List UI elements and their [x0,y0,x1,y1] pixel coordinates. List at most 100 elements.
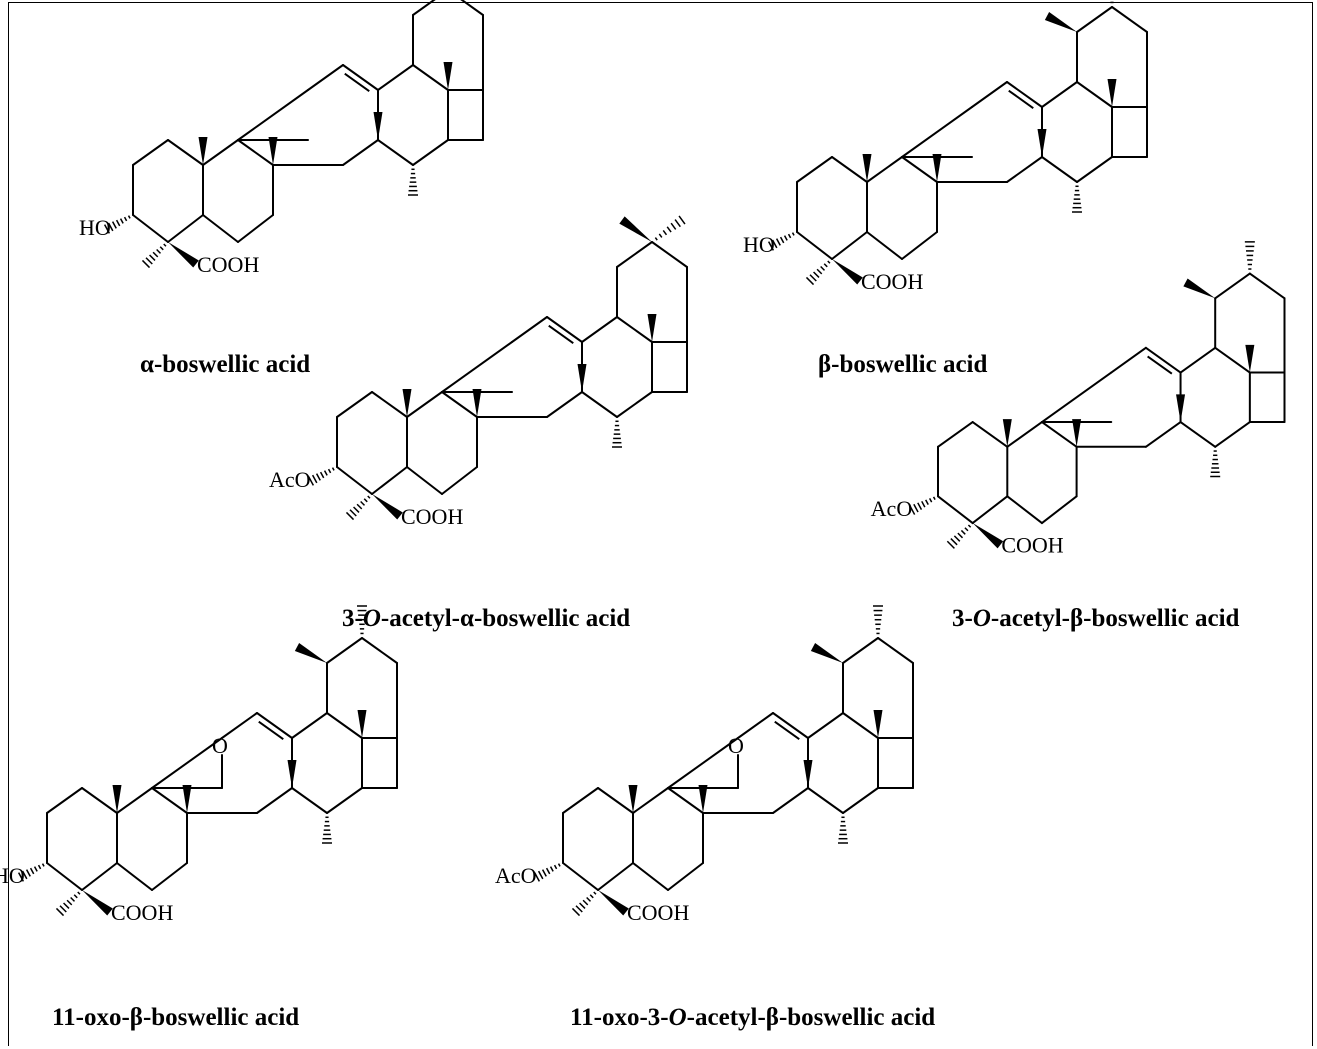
hashed-bond-segment [41,863,45,867]
name-part: -acetyl-α-boswellic acid [380,605,631,632]
carboxylic-acid-label: COOH [861,269,923,294]
hashed-bond-segment [579,902,586,909]
ring-d-bond [326,712,363,739]
c3-substituent-label: AcO [871,496,913,521]
double-bond-line [1147,355,1173,375]
ring-a-bond [371,466,408,495]
hashed-bond-segment [70,896,76,902]
ring-c-bond [546,391,583,418]
italic-locant: O [362,605,381,632]
wedge-bond [932,154,942,182]
wedge-bond [1037,129,1047,157]
hashed-bond-segment [654,237,658,241]
ring-a-bond [81,787,118,814]
hashed-bond-segment [658,233,663,238]
hashed-bond-segment [950,538,958,546]
ring-d-bond [1076,81,1113,108]
wedge-bond [198,137,208,165]
hashed-bond-segment [666,226,672,233]
wedge-bond [628,785,638,813]
hashed-bond-segment [145,257,153,265]
hashed-bond-segment [307,476,315,486]
hashed-bond-segment [152,251,159,258]
wedge-bond [1183,278,1216,299]
ring-c-bond [237,89,309,141]
compound-name-3-o-acetyl-beta-boswellic-acid: 3-O-acetyl-β-boswellic acid [952,606,1239,631]
hashed-bond-segment [925,499,929,505]
hashed-bond-segment [549,866,554,872]
hashed-bond-segment [29,867,35,875]
carboxylic-acid-label: COOH [111,900,173,925]
ring-b-bond [667,787,704,814]
ring-a-bond [971,421,1009,448]
wedge-bond [1245,344,1255,373]
ring-d-bond [842,712,879,739]
hashed-bond-segment [331,467,335,471]
ring-d-bond [412,64,449,91]
ring-a-bond [831,156,868,183]
hashed-bond-segment [349,509,357,517]
hashed-bond-segment [928,498,933,503]
hashed-bond-segment [123,216,128,222]
ring-c-bond [307,64,344,91]
wedge-bond [294,643,327,663]
wedge-bond [1072,419,1082,447]
hashed-bond-segment [119,218,124,224]
hashed-bond-segment [537,870,544,880]
hashed-bond-segment [823,263,828,268]
ring-a-bond [336,466,373,495]
hashed-bond-segment [59,905,67,913]
ring-e-bond [616,241,653,268]
hashed-bond-segment [813,271,820,278]
hashed-bond-segment [791,232,795,236]
ring-e-bond [1248,272,1286,300]
ring-c-bond [221,712,258,739]
hashed-bond-segment [557,863,561,867]
carboxylic-acid-label: COOH [401,504,463,529]
hashed-bond-segment [827,260,831,264]
ring-b-bond [632,862,669,891]
ring-d-bond [412,139,449,166]
wedge-bond [268,137,278,165]
carboxylic-acid-label: COOH [627,900,689,925]
hashed-bond-segment [37,864,42,870]
hashed-bond-segment [787,233,792,239]
ring-a-bond [937,495,974,525]
hashed-bond-segment [967,524,972,528]
name-part: 3- [342,605,363,632]
ring-c-bond [342,64,379,91]
ring-c-bond [737,712,774,739]
name-part: β-boswellic acid [818,351,988,378]
hashed-bond-segment [73,894,78,899]
hashed-bond-segment [323,470,328,476]
name-part: 11-oxo-β-boswellic acid [52,1004,300,1031]
ring-e-bond [412,0,436,16]
hashed-bond-segment [360,500,366,506]
ring-a-bond [167,139,204,166]
ring-a-bond [81,862,118,891]
ring-b-bond [441,466,478,495]
ring-b-bond [406,391,443,418]
double-bond-line [1008,89,1034,109]
wedge-bond [647,314,657,342]
ring-e-bond [1214,272,1251,300]
ring-b-bond [632,787,669,814]
ring-d-bond [1179,346,1217,374]
hashed-bond-segment [111,221,117,229]
ring-c-bond [441,341,513,393]
ring-a-bond [831,231,868,260]
hashed-bond-segment [586,896,592,902]
ring-a-bond [167,214,204,243]
name-part: 3- [952,605,973,632]
hashed-bond-segment [127,215,131,219]
ring-a-bond [562,862,599,891]
hashed-bond-segment [17,872,25,882]
hashed-bond-segment [670,222,677,230]
hashed-bond-segment [960,529,966,535]
hashed-bond-segment [917,502,923,510]
ring-b-bond [901,231,938,260]
wedge-bond [182,785,192,813]
ring-e-bond [877,637,914,664]
ring-a-bond [46,862,83,891]
hashed-bond-segment [953,535,961,542]
